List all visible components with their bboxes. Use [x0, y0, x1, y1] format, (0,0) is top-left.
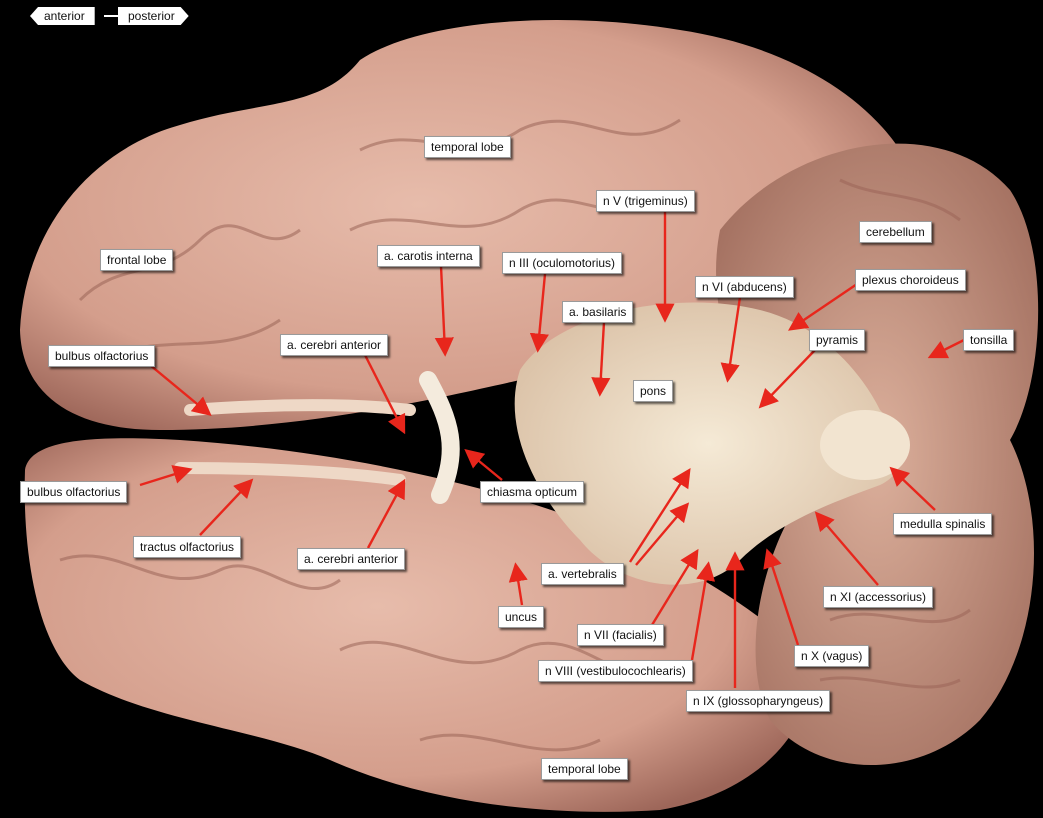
arrow-n-iii [529, 273, 549, 353]
olfactory-tract-lower [174, 462, 406, 486]
lower-hemisphere [24, 438, 809, 812]
label-tonsilla: tonsilla [963, 329, 1015, 351]
arrow-uncus [508, 562, 528, 606]
label-bulbus-olfactorius-bottom: bulbus olfactorius [20, 481, 128, 503]
label-n-vi: n VI (abducens) [695, 276, 794, 298]
arrow-bulbus-olfactorius-top [149, 364, 212, 417]
label-n-vii: n VII (facialis) [577, 624, 664, 646]
label-cerebellum: cerebellum [859, 221, 932, 243]
arrow-a-carotis-interna [434, 265, 454, 357]
arrow-n-viii [690, 561, 716, 661]
label-uncus: uncus [498, 606, 545, 628]
medulla-shape [820, 410, 910, 480]
label-a-cerebri-anterior-bottom: a. cerebri anterior [297, 548, 406, 570]
label-n-v: n V (trigeminus) [596, 190, 695, 212]
label-plexus-choroideus: plexus choroideus [855, 269, 966, 291]
label-frontal-lobe: frontal lobe [100, 249, 174, 271]
arrow-tractus-olfactorius [199, 478, 254, 536]
label-a-carotis-interna: a. carotis interna [377, 245, 480, 267]
arrow-pyramis [758, 349, 816, 409]
label-a-basilaris: a. basilaris [562, 301, 634, 323]
arrow-bulbus-olfactorius-bottom [139, 465, 193, 487]
arrow-tonsilla [927, 338, 965, 359]
arrow-a-vertebralis-2 [635, 502, 690, 566]
label-a-vertebralis: a. vertebralis [541, 563, 624, 585]
label-tractus-olfactorius: tractus olfactorius [133, 536, 242, 558]
label-chiasma-opticum: chiasma opticum [480, 481, 585, 503]
orientation-connector [104, 15, 118, 17]
label-bulbus-olfactorius-top: bulbus olfactorius [48, 345, 156, 367]
arrow-medulla-spinalis [889, 466, 936, 511]
olfactory-tract-upper [184, 399, 416, 416]
arrow-a-basilaris [591, 321, 611, 397]
orientation-anterior: anterior [30, 7, 95, 25]
sulci [59, 118, 971, 752]
label-pons: pons [633, 380, 674, 402]
label-a-cerebri-anterior-top: a. cerebri anterior [280, 334, 389, 356]
label-pyramis: pyramis [809, 329, 866, 351]
arrow-a-vertebralis-1 [628, 467, 691, 563]
label-n-ix: n IX (glossopharyngeus) [686, 690, 831, 712]
label-n-viii: n VIII (vestibulocochlearis) [538, 660, 693, 682]
orientation-posterior: posterior [118, 7, 189, 25]
arrow-n-x [763, 548, 800, 646]
arrow-n-vi [720, 296, 742, 383]
label-n-x: n X (vagus) [794, 645, 870, 667]
arrow-plexus-choroideus [788, 281, 861, 331]
arrow-chiasma-opticum [464, 448, 503, 481]
arrow-a-cerebri-anterior-top [363, 354, 406, 435]
label-n-xi: n XI (accessorius) [823, 586, 934, 608]
label-temporal-lobe-top: temporal lobe [424, 136, 511, 158]
arrow-n-xi [814, 511, 879, 586]
arrow-a-cerebri-anterior-bottom [366, 478, 406, 549]
brainstem-shape [514, 302, 903, 585]
label-n-iii: n III (oculomotorius) [502, 252, 623, 274]
optic-nerve [419, 371, 460, 504]
pointer-arrows [139, 210, 965, 688]
label-medulla-spinalis: medulla spinalis [893, 513, 993, 535]
arrow-n-vii [650, 548, 699, 626]
label-temporal-lobe-bottom: temporal lobe [541, 758, 628, 780]
